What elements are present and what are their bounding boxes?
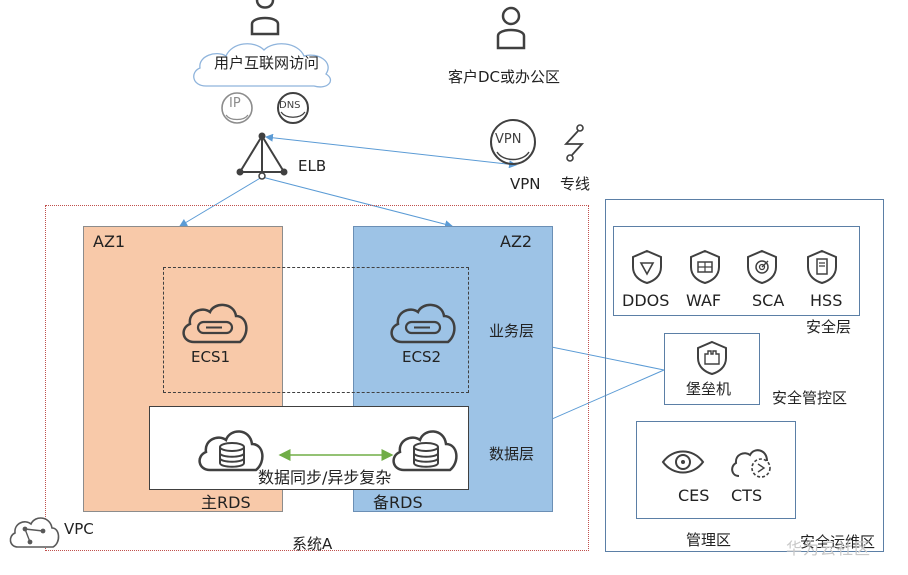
- vpc-cloud-icon: [9, 517, 60, 548]
- system-a-label: 系统A: [292, 535, 333, 553]
- elb-vpn-link: [265, 133, 517, 169]
- vpn-badge-text: VPN: [495, 132, 522, 147]
- management-item-ces: CES: [678, 486, 710, 505]
- ecs2-label: ECS2: [402, 348, 442, 366]
- hss-shield-icon: [807, 249, 837, 285]
- sync-label: 数据同步/异步复杂: [258, 468, 392, 487]
- elb-icon: [236, 132, 288, 180]
- security-layer-label: 安全层: [806, 318, 852, 336]
- ecs1-label: ECS1: [191, 348, 231, 366]
- security-layer-box: [613, 226, 860, 316]
- management-item-cts: CTS: [731, 486, 763, 505]
- dns-icon: [277, 92, 309, 124]
- vpn-label: VPN: [510, 175, 541, 193]
- vpc-label: VPC: [64, 520, 94, 538]
- elb-az1-link: [179, 176, 263, 227]
- ecs1-cloud-icon: [182, 303, 248, 344]
- security-item-hss: HSS: [810, 291, 843, 310]
- waf-shield-icon: [690, 249, 720, 285]
- dns-badge-text: DNS: [279, 100, 301, 111]
- ddos-shield-icon: [632, 249, 662, 285]
- security-item-waf: WAF: [686, 291, 722, 310]
- primary-rds-label: 主RDS: [201, 493, 251, 512]
- az2-label: AZ2: [500, 232, 533, 251]
- primary-rds-db-icon: [198, 430, 264, 472]
- business-layer-box: [163, 267, 469, 393]
- internet-user-icon: [250, 0, 280, 36]
- security-ops-zone-label: 安全运维区: [800, 533, 876, 551]
- security-item-ddos: DDOS: [622, 291, 670, 310]
- security-item-sca: SCA: [752, 291, 785, 310]
- internet-access-label: 用户互联网访问: [214, 54, 320, 72]
- customer-user-icon: [496, 6, 526, 50]
- standby-rds-label: 备RDS: [373, 493, 423, 512]
- management-zone-label: 管理区: [686, 531, 732, 549]
- sync-arrow: [278, 449, 394, 461]
- elb-az2-link: [261, 176, 453, 229]
- direct-line-icon: [563, 124, 585, 162]
- bastion-box: [664, 333, 760, 405]
- security-ops-zone: [605, 199, 884, 552]
- sca-shield-icon: [747, 249, 777, 285]
- internet-cloud-icon: [193, 43, 331, 88]
- management-zone-box: [636, 421, 796, 519]
- security-control-label: 安全管控区: [772, 389, 848, 407]
- direct-line-label: 专线: [560, 175, 591, 193]
- ip-badge-text: IP: [229, 96, 241, 111]
- bastion-label: 堡垒机: [686, 380, 732, 398]
- cts-cloud-icon: [731, 449, 771, 478]
- bastion-shield-icon: [697, 340, 727, 376]
- ip-icon: [221, 92, 253, 124]
- standby-rds-db-icon: [392, 430, 458, 472]
- watermark: 华为云社区: [786, 539, 872, 558]
- system-a-frame: [45, 205, 589, 551]
- az1-label: AZ1: [93, 232, 126, 251]
- business-layer-label: 业务层: [489, 322, 535, 340]
- elb-label: ELB: [298, 157, 327, 175]
- ecs2-cloud-icon: [390, 303, 456, 344]
- customer-dc-label: 客户DC或办公区: [448, 68, 561, 86]
- data-layer-label: 数据层: [489, 445, 535, 463]
- ces-eye-icon: [661, 450, 705, 474]
- vpn-icon: [490, 119, 536, 165]
